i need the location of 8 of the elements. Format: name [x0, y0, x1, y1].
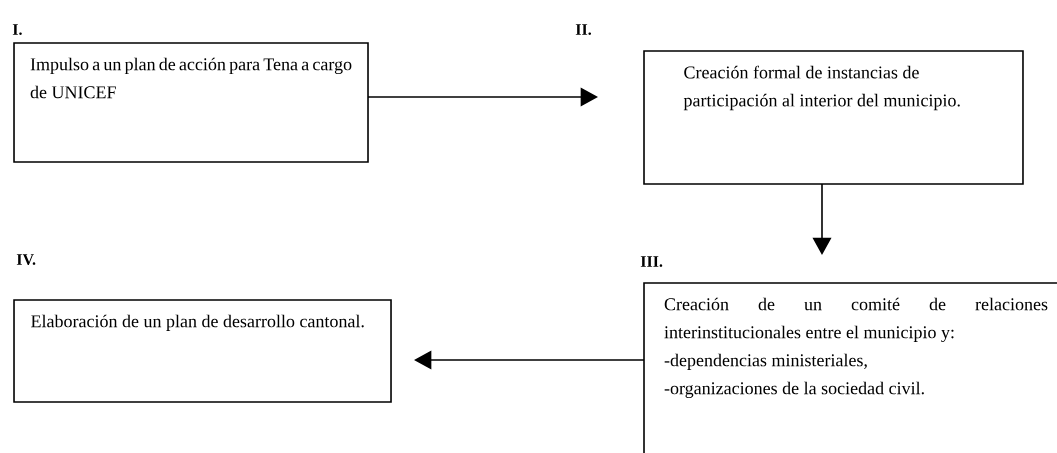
step-number: II.: [575, 24, 591, 35]
step-number: I.: [12, 24, 22, 35]
process-box: Creación formal de instancias de participación al interior del municipio.: [643, 50, 1024, 185]
step-number: III.: [640, 256, 663, 267]
process-box: Impulso a un plan de acción para Tena a cargo de UNICEF: [13, 42, 369, 163]
process-box: Creación de un comité de relaciones interinstitucionales entre el municipio y: -dependencias ministeriales, -organizaciones de la sociedad civil.: [643, 282, 1057, 453]
step-number: IV.: [16, 254, 36, 265]
process-box: Elaboración de un plan de desarrollo cantonal.: [13, 299, 392, 403]
